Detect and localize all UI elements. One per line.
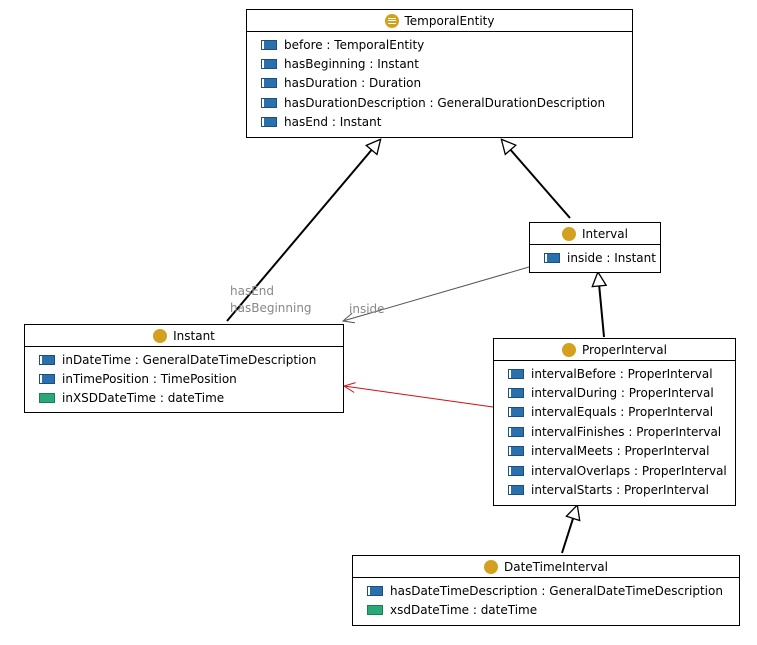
class-proper-interval[interactable]: ProperInterval intervalBefore : ProperIn… xyxy=(493,338,736,506)
attribute-row[interactable]: hasDurationDescription : GeneralDuration… xyxy=(247,93,632,112)
object-property-icon xyxy=(261,59,277,70)
attribute-row[interactable]: intervalStarts : ProperInterval xyxy=(494,480,735,499)
attribute-text: hasDurationDescription : GeneralDuration… xyxy=(284,95,606,110)
class-header: ProperInterval xyxy=(494,339,735,361)
edge-label-inside: inside xyxy=(349,302,385,316)
object-property-icon xyxy=(367,585,383,596)
object-property-icon xyxy=(508,465,524,476)
object-property-icon xyxy=(39,374,55,385)
class-header: TemporalEntity xyxy=(247,10,632,32)
attribute-row[interactable]: intervalOverlaps : ProperInterval xyxy=(494,461,735,480)
class-name: TemporalEntity xyxy=(404,13,495,28)
edge-label-has-end: hasEnd xyxy=(230,284,275,298)
class-header: Interval xyxy=(530,223,660,245)
attribute-row[interactable]: inXSDDateTime : dateTime xyxy=(25,389,343,408)
attribute-row[interactable]: inTimePosition : TimePosition xyxy=(25,369,343,388)
attribute-text: intervalStarts : ProperInterval xyxy=(531,483,709,498)
class-header: DateTimeInterval xyxy=(353,556,739,578)
attribute-row[interactable]: before : TemporalEntity xyxy=(247,35,632,54)
object-property-icon xyxy=(508,446,524,457)
class-name: DateTimeInterval xyxy=(503,559,608,574)
attribute-text: inXSDDateTime : dateTime xyxy=(62,391,225,406)
object-property-icon xyxy=(508,388,524,399)
attribute-row[interactable]: inDateTime : GeneralDateTimeDescription xyxy=(25,350,343,369)
attribute-text: inside : Instant xyxy=(567,250,656,265)
object-property-icon xyxy=(39,354,55,365)
attribute-text: inDateTime : GeneralDateTimeDescription xyxy=(62,352,317,367)
attribute-text: intervalBefore : ProperInterval xyxy=(531,366,713,381)
attribute-row[interactable]: inside : Instant xyxy=(530,248,660,267)
object-property-icon xyxy=(508,407,524,418)
attribute-list: intervalBefore : ProperInterval intervalD… xyxy=(494,361,735,504)
attribute-row[interactable]: intervalMeets : ProperInterval xyxy=(494,442,735,461)
object-property-icon xyxy=(508,368,524,379)
attribute-text: intervalMeets : ProperInterval xyxy=(531,444,710,459)
attribute-text: intervalEquals : ProperInterval xyxy=(531,405,714,420)
attribute-text: hasDateTimeDescription : GeneralDateTime… xyxy=(390,583,723,598)
attribute-list: inDateTime : GeneralDateTimeDescription i… xyxy=(25,347,343,412)
abstract-class-icon xyxy=(384,13,399,28)
attribute-row[interactable]: hasBeginning : Instant xyxy=(247,54,632,73)
class-name: ProperInterval xyxy=(582,342,667,357)
attribute-text: inTimePosition : TimePosition xyxy=(62,372,237,387)
class-header: Instant xyxy=(25,325,343,347)
attribute-text: hasBeginning : Instant xyxy=(284,57,419,72)
class-interval[interactable]: Interval inside : Instant xyxy=(529,222,661,273)
class-icon xyxy=(562,226,577,241)
attribute-text: before : TemporalEntity xyxy=(284,37,425,52)
attribute-row[interactable]: hasDuration : Duration xyxy=(247,74,632,93)
class-instant[interactable]: Instant inDateTime : GeneralDateTimeDesc… xyxy=(24,324,344,413)
datatype-property-icon xyxy=(39,393,55,404)
attribute-text: intervalDuring : ProperInterval xyxy=(531,386,714,401)
datatype-property-icon xyxy=(367,605,383,616)
attribute-list: inside : Instant xyxy=(530,245,660,271)
attribute-row[interactable]: intervalBefore : ProperInterval xyxy=(494,364,735,383)
attribute-row[interactable]: xsdDateTime : dateTime xyxy=(353,600,739,619)
attribute-text: intervalFinishes : ProperInterval xyxy=(531,424,722,439)
class-temporal-entity[interactable]: TemporalEntity before : TemporalEntity ha… xyxy=(246,9,633,138)
generalization-properinterval-interval xyxy=(598,273,604,338)
edge-label-has-beginning: hasBeginning xyxy=(230,301,312,315)
class-date-time-interval[interactable]: DateTimeInterval hasDateTimeDescription … xyxy=(352,555,740,626)
generalization-instant-temporalentity xyxy=(226,140,380,322)
object-property-icon xyxy=(544,252,560,263)
class-icon xyxy=(153,328,168,343)
object-property-icon xyxy=(261,117,277,128)
attribute-row[interactable]: intervalEquals : ProperInterval xyxy=(494,403,735,422)
object-property-icon xyxy=(261,78,277,89)
object-property-icon xyxy=(508,485,524,496)
object-property-icon xyxy=(261,39,277,50)
reference-inside-edge xyxy=(341,266,530,324)
object-property-icon xyxy=(261,97,277,108)
attribute-row[interactable]: intervalFinishes : ProperInterval xyxy=(494,422,735,441)
attribute-row[interactable]: intervalDuring : ProperInterval xyxy=(494,383,735,402)
attribute-row[interactable]: hasDateTimeDescription : GeneralDateTime… xyxy=(353,581,739,600)
attribute-text: intervalOverlaps : ProperInterval xyxy=(531,463,727,478)
generalization-datetimeinterval-properinterval xyxy=(561,506,577,554)
class-name: Interval xyxy=(582,226,628,241)
class-name: Instant xyxy=(173,328,215,343)
object-property-icon xyxy=(508,426,524,437)
class-icon xyxy=(562,342,577,357)
attribute-list: hasDateTimeDescription : GeneralDateTime… xyxy=(353,578,739,624)
attribute-row[interactable]: hasEnd : Instant xyxy=(247,113,632,132)
generalization-interval-temporalentity xyxy=(502,140,571,219)
attribute-list: before : TemporalEntity hasBeginning : In… xyxy=(247,32,632,136)
attribute-text: xsdDateTime : dateTime xyxy=(390,603,538,618)
attribute-text: hasDuration : Duration xyxy=(284,76,422,91)
class-icon xyxy=(483,559,498,574)
attribute-text: hasEnd : Instant xyxy=(284,115,382,130)
association-properinterval-instant-edge xyxy=(342,382,494,408)
